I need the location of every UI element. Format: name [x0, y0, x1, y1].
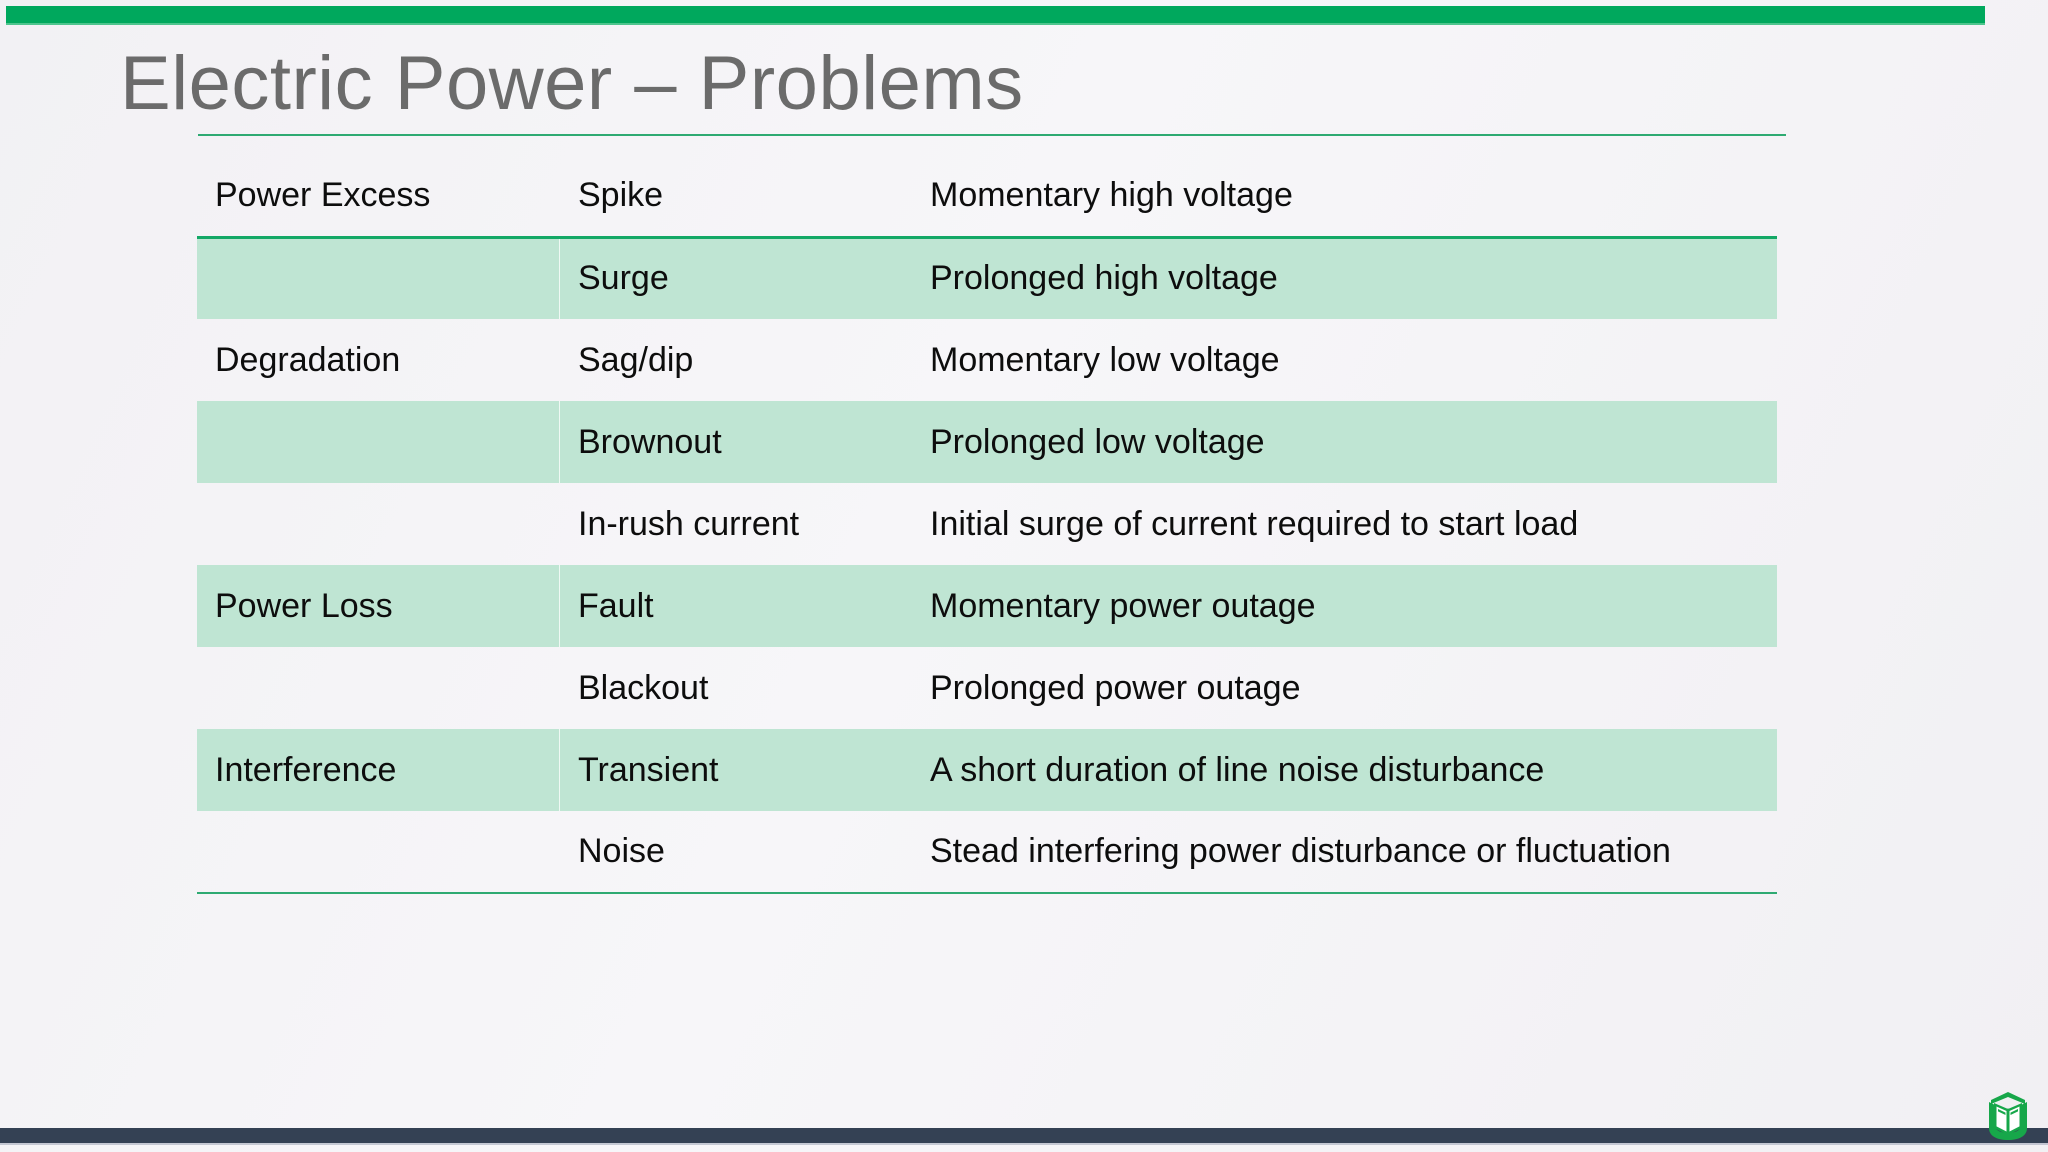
- cell-description: Prolonged high voltage: [912, 237, 1777, 319]
- top-accent-bar-highlight: [6, 23, 1985, 25]
- cell-description: A short duration of line noise disturban…: [912, 729, 1777, 811]
- cell-category: [197, 401, 560, 483]
- bottom-footer-bar-edge: [0, 1143, 2048, 1145]
- table-row: Degradation Sag/dip Momentary low voltage: [197, 319, 1777, 401]
- cell-category: [197, 237, 560, 319]
- cell-category: Power Loss: [197, 565, 560, 647]
- cell-description: Prolonged power outage: [930, 668, 1301, 707]
- cell-description: Initial surge of current required to sta…: [930, 504, 1579, 543]
- title-block: Electric Power – Problems: [120, 41, 1790, 136]
- cell-description: Momentary high voltage: [912, 155, 1777, 239]
- table-row: Blackout Prolonged power outage: [197, 647, 1777, 729]
- cell-problem: Noise: [560, 811, 912, 894]
- title-underline: [198, 134, 1786, 136]
- top-accent-bar: [6, 6, 1985, 25]
- cell-problem: Sag/dip: [578, 340, 694, 379]
- cell-problem: Transient: [560, 729, 912, 811]
- cell-category: Interference: [197, 729, 560, 811]
- cell-description: Momentary power outage: [912, 565, 1777, 647]
- open-book-logo: [1985, 1090, 2031, 1142]
- cell-problem: Spike: [560, 155, 912, 239]
- cell-category: [197, 483, 560, 565]
- page-title: Electric Power – Problems: [120, 41, 1024, 126]
- cell-problem: In-rush current: [578, 504, 800, 543]
- cell-problem: Fault: [560, 565, 912, 647]
- cell-category: [197, 811, 560, 894]
- cell-category: Degradation: [215, 340, 401, 379]
- cell-category: [197, 647, 560, 729]
- cell-problem: Blackout: [578, 668, 709, 707]
- cell-problem: Brownout: [560, 401, 912, 483]
- cell-problem: Surge: [560, 237, 912, 319]
- table-row: In-rush current Initial surge of current …: [197, 483, 1777, 565]
- cell-category: Power Excess: [197, 155, 560, 239]
- cell-description: Momentary low voltage: [930, 340, 1280, 379]
- cell-description: Prolonged low voltage: [912, 401, 1777, 483]
- bottom-footer-bar: [0, 1128, 2048, 1145]
- cell-description: Stead interfering power disturbance or f…: [912, 811, 1777, 894]
